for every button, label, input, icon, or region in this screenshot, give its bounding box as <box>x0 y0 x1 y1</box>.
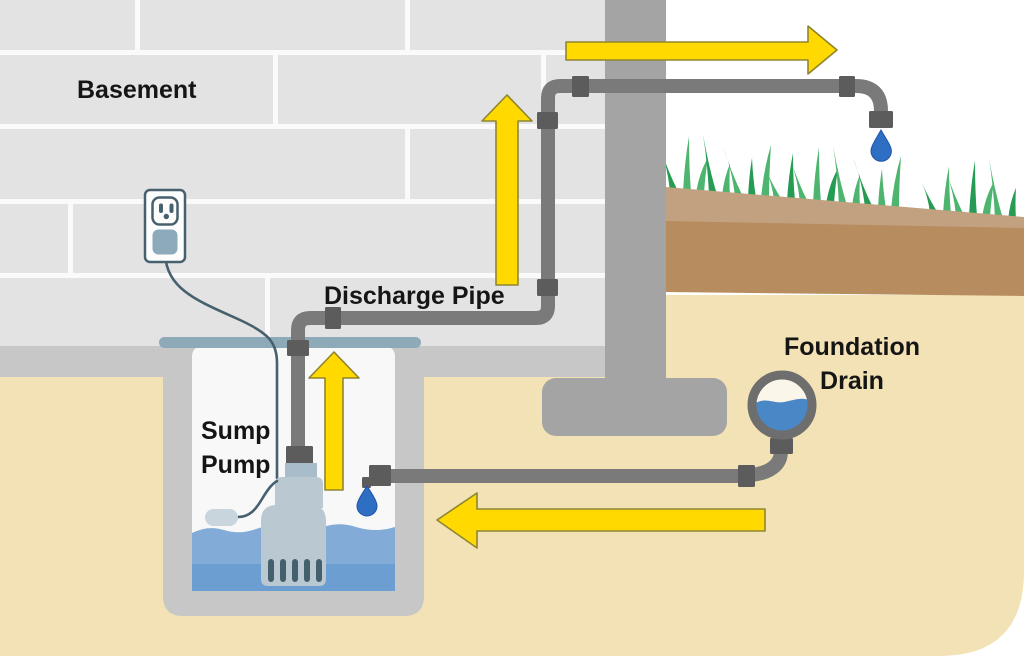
pump-neck <box>285 463 317 479</box>
grass-blade-icon <box>833 145 847 206</box>
foundation-drain-water <box>756 398 808 431</box>
pipe-coupling <box>325 307 341 329</box>
flow-arrow-up-wall-icon <box>481 94 533 286</box>
pipe-couplings <box>287 76 893 488</box>
float-wire <box>236 479 279 519</box>
flow-arrow-up-pit-icon <box>308 351 360 491</box>
pipe-coupling <box>287 340 309 356</box>
pipe-end-cap <box>869 111 893 128</box>
drain-inlet-spout <box>362 477 371 488</box>
grass-blade-icon <box>946 171 964 216</box>
floor-slab-left <box>0 346 163 377</box>
grass-blade-icon <box>696 157 708 194</box>
foundation-wall <box>605 0 666 390</box>
drain-coupling <box>738 465 755 487</box>
discharge-pipe-label: Discharge Pipe <box>324 282 505 310</box>
outlet <box>143 188 187 264</box>
grass-blade-icon <box>1008 187 1016 220</box>
grass-blade-icon <box>943 166 951 215</box>
grass-blade-icon <box>969 160 977 217</box>
float-switch <box>205 509 238 526</box>
sump-pump-label: Sump Pump <box>201 417 271 479</box>
grass-blade-icon <box>787 153 795 202</box>
floor-slab-right <box>424 346 605 377</box>
pipe-coupling <box>537 279 558 296</box>
grass-blade-icon <box>922 183 938 214</box>
pump-shoulder <box>275 477 323 508</box>
drain-inlet-fitting <box>369 465 391 486</box>
water-droplet-outside-icon <box>870 128 892 162</box>
grass-blade-icon <box>813 147 821 204</box>
grass-blade-icon <box>748 157 756 198</box>
pipe-coupling <box>839 76 855 97</box>
power-plug <box>152 229 178 255</box>
grass-blade-icon <box>790 158 808 203</box>
grass-blade-icon <box>703 134 717 195</box>
foundation-drain <box>747 370 817 440</box>
discharge-pipe <box>291 79 888 462</box>
foundation-drain-label: Foundation Drain <box>783 333 921 395</box>
topsoil-layer <box>666 187 1024 228</box>
outlet-slot-left <box>159 203 163 213</box>
outlet-receptacle <box>151 196 179 226</box>
grass-blade-icon <box>722 163 730 196</box>
drain-riser-fitting <box>770 438 793 454</box>
pump-adapter <box>286 446 313 464</box>
sump-pump <box>261 446 326 586</box>
grass-blade-icon <box>826 168 838 205</box>
pipe-coupling <box>537 112 558 129</box>
grass-blade-icon <box>683 136 691 193</box>
foundation-drain-ring <box>747 370 817 440</box>
grass-blade-icon <box>852 174 860 207</box>
power-cord <box>163 252 279 480</box>
outlet-ground-hole <box>163 213 169 220</box>
grass-blade-icon <box>761 145 771 199</box>
pipe-coupling <box>572 76 589 97</box>
outlet-slot-right <box>169 203 174 213</box>
subsoil-layer <box>666 220 1024 296</box>
pump-intake-slots <box>268 559 322 582</box>
flow-arrow-left-icon <box>436 492 766 549</box>
grass-blade-icon <box>989 158 1003 219</box>
grass-blade-icon <box>878 168 886 209</box>
grass-blade-icon <box>891 155 901 210</box>
foundation-footing <box>542 378 727 436</box>
water-droplet-pit-icon <box>356 485 378 517</box>
flow-arrow-right-icon <box>565 25 838 75</box>
grass-blade-icon <box>982 181 994 218</box>
grass-blade-icon <box>766 170 782 201</box>
grass-blade-icon <box>660 147 678 192</box>
grass <box>660 134 1016 220</box>
basement-label: Basement <box>77 76 197 104</box>
